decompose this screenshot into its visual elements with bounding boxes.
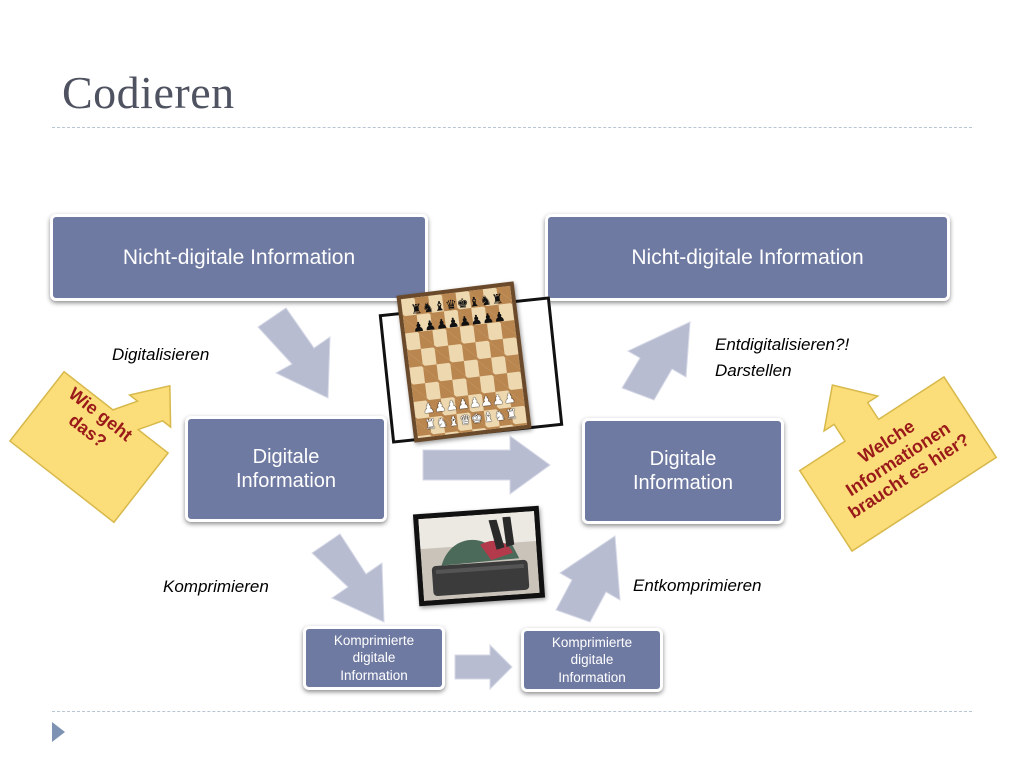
slide-bullet-icon (52, 722, 65, 742)
label-decompress: Entkomprimieren (633, 576, 762, 595)
arrow-compress (311, 533, 385, 623)
label-undigitize: Entdigitalisieren?! Darstellen (715, 332, 849, 383)
arrow-undigitize (621, 321, 691, 401)
footer-divider (52, 711, 972, 712)
node-digital-target: Digitale Information (582, 418, 784, 524)
node-digital-target-label: Digitale Information (632, 448, 734, 494)
arrow-decompress (555, 535, 621, 623)
node-analog-source: Nicht-digitale Information (50, 214, 428, 301)
title-divider (52, 127, 972, 128)
node-analog-target-label: Nicht-digitale Information (631, 245, 864, 269)
label-undigitize-line1: Entdigitalisieren?! (715, 335, 850, 354)
node-analog-target: Nicht-digitale Information (545, 214, 950, 301)
packed-suitcase-photo (412, 505, 546, 607)
node-analog-source-label: Nicht-digitale Information (122, 245, 356, 269)
node-compressed-source-label: Komprimierte digitale Information (333, 632, 415, 683)
label-digitize: Digitalisieren (112, 345, 210, 364)
chessboard-image: ♜♞♝♛♚♝♞♜ ♟♟♟♟♟♟♟♟ ♟♟♟♟♟♟♟♟ ♜♞♝♛♚♝♞♜ (396, 281, 532, 443)
label-compress: Komprimieren (163, 577, 269, 596)
node-digital-source: Digitale Information (185, 416, 387, 522)
node-compressed-source: Komprimierte digitale Information (303, 626, 445, 690)
callout-right-shape (798, 375, 998, 553)
node-digital-source-label: Digitale Information (235, 446, 337, 492)
slide-title: Codieren (62, 67, 235, 118)
arrow-digitize (257, 307, 331, 399)
node-compressed-target: Komprimierte digitale Information (521, 628, 663, 692)
label-undigitize-line2: Darstellen (715, 360, 792, 380)
arrow-transfer (422, 435, 551, 495)
node-compressed-target-label: Komprimierte digitale Information (551, 634, 633, 685)
callout-left-shape (8, 370, 172, 524)
arrow-compressed-transfer (454, 643, 513, 691)
